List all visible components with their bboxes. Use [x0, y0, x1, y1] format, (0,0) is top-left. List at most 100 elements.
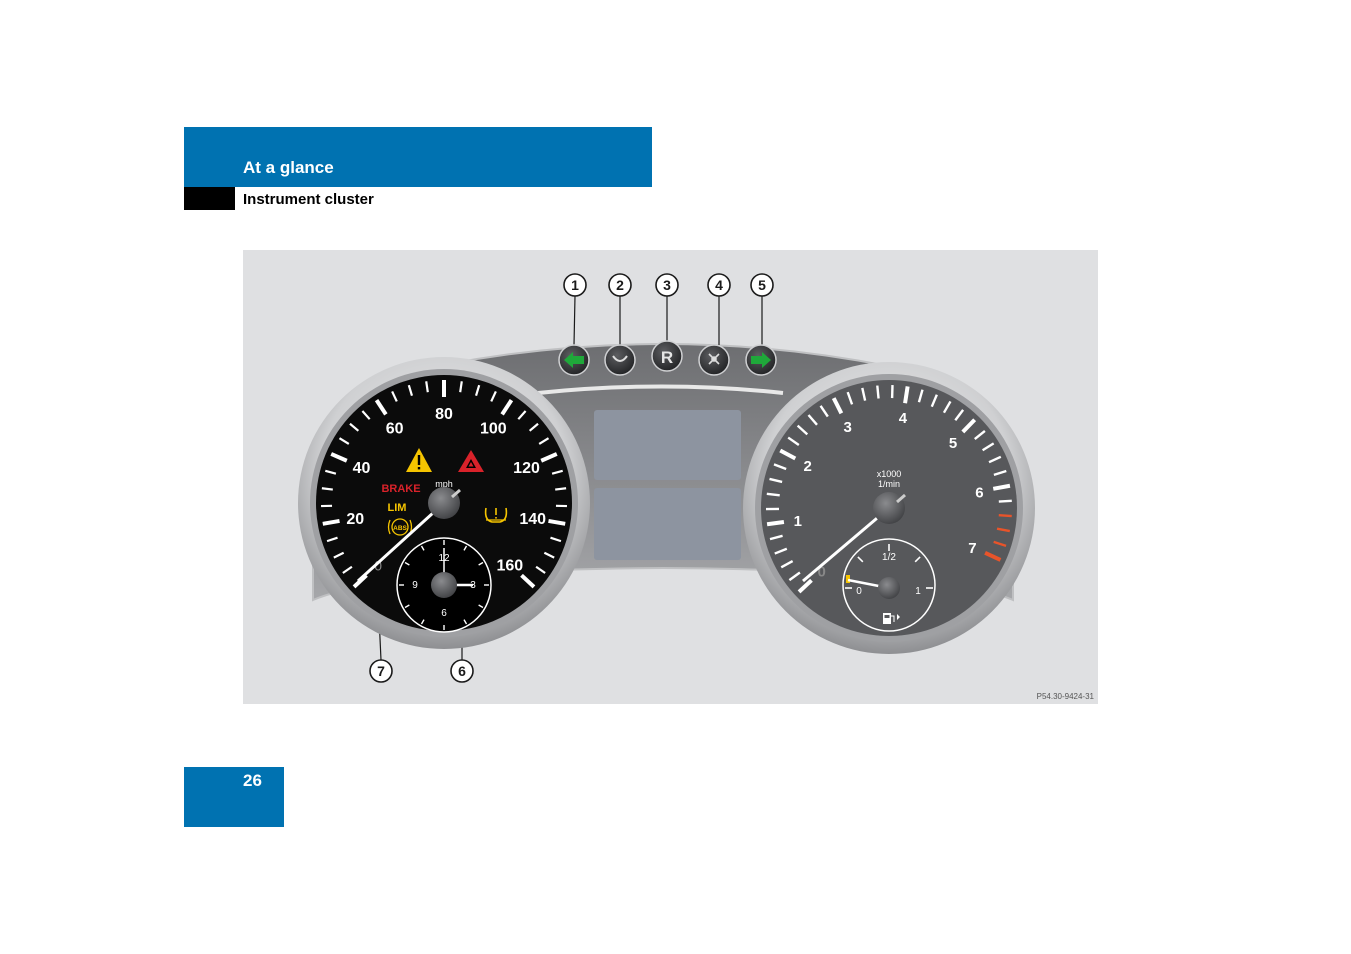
clock-hub [431, 572, 457, 598]
fuel-gauge-ticks [845, 544, 933, 589]
clock-tick [404, 561, 410, 566]
callout-6: 6 [450, 659, 474, 683]
clock-label-3: 3 [470, 580, 476, 591]
tach-unit-line2: 1/min [878, 479, 900, 489]
left-turn-arrow-icon [564, 352, 584, 368]
speed-label: 20 [346, 511, 364, 528]
tach-label: 6 [975, 484, 983, 501]
clock-label-6: 6 [441, 608, 447, 619]
tach-tick [780, 559, 794, 569]
speed-tick [349, 422, 360, 432]
svg-text:ABS: ABS [393, 525, 407, 532]
tach-tick [773, 463, 787, 471]
speed-label: 60 [386, 421, 404, 438]
speed-tick [520, 573, 536, 589]
speed-label: 40 [353, 460, 371, 477]
tach-tick [766, 519, 785, 527]
tach-label: 0 [818, 564, 826, 581]
page-number-box [184, 767, 284, 827]
fuel-label-half: 1/2 [882, 552, 896, 563]
speed-tick [474, 384, 481, 396]
tach-tick [930, 394, 938, 408]
clock-label-9: 9 [412, 580, 418, 591]
fuel-gauge-hub [878, 577, 900, 599]
high-beam-indicator [698, 344, 730, 376]
callout-leader [573, 295, 576, 346]
tach-tick [766, 492, 780, 497]
tach-tick [779, 448, 797, 461]
tachometer-needle [802, 506, 890, 583]
callout-7: 7 [369, 659, 393, 683]
speed-label: 0 [374, 557, 382, 573]
speedometer-ticks [321, 380, 567, 589]
callout-4: 4 [707, 273, 731, 297]
r-letter-icon: R [661, 348, 673, 367]
tach-tick [992, 483, 1011, 491]
fuel-tick [914, 556, 921, 563]
clock-tick [404, 604, 410, 609]
clock-tick [463, 545, 468, 551]
speed-label: 140 [519, 511, 546, 528]
fuel-pump-icon [883, 613, 900, 624]
speed-label: 160 [496, 557, 523, 574]
rear-fog-indicator: R [651, 340, 683, 372]
speed-tick [538, 437, 550, 445]
speed-tick [551, 469, 563, 475]
figure-code: P54.30-9424-31 [1037, 692, 1095, 701]
tachometer-ticks [765, 385, 1012, 594]
fuel-reserve-mark [846, 575, 850, 583]
clock-tick [478, 604, 484, 609]
tach-tick [831, 397, 844, 415]
tach-tick [876, 385, 880, 399]
speed-label: 120 [513, 460, 540, 477]
speed-tick [425, 381, 429, 393]
high-beam-icon [708, 353, 720, 365]
tach-tick [993, 540, 1007, 547]
tach-tick [954, 409, 965, 421]
low-beam-indicator [604, 344, 636, 376]
tach-tick [769, 477, 783, 484]
tach-label: 7 [968, 540, 976, 557]
tach-tick [774, 547, 788, 555]
tach-tick [981, 442, 995, 452]
tach-label: 1 [794, 513, 802, 530]
callout-number: 7 [377, 663, 385, 679]
indicator-lamps: R [558, 340, 777, 376]
speed-tick [528, 422, 539, 432]
tach-tick [961, 418, 977, 434]
subsection-title: Instrument cluster [243, 191, 374, 208]
callout-2: 2 [608, 273, 632, 297]
speed-tick [459, 381, 463, 393]
speed-tick [548, 518, 566, 526]
tach-label: 3 [843, 419, 851, 436]
tach-tick [819, 405, 829, 418]
speed-tick [333, 551, 345, 559]
tach-tick [846, 391, 854, 405]
warning-triangle-icon [406, 448, 432, 472]
fuel-label-empty: 0 [856, 586, 862, 597]
speedometer-hub [428, 487, 460, 519]
page-number: 26 [243, 771, 262, 790]
speed-label: 80 [435, 406, 453, 423]
fuel-tick [857, 556, 864, 563]
speed-tick [338, 437, 350, 445]
speed-tick [555, 487, 567, 491]
clock-tick [463, 619, 468, 625]
speed-tick [550, 536, 562, 543]
right-turn-arrow-icon [751, 352, 771, 368]
callout-number: 3 [663, 277, 671, 293]
clock-tick [420, 619, 425, 625]
speed-tick [325, 469, 337, 475]
speed-tick [374, 399, 388, 416]
tach-label: 2 [803, 458, 811, 475]
tach-tick [942, 400, 952, 414]
callout-number: 4 [715, 277, 723, 293]
tach-tick [998, 499, 1012, 503]
speed-tick [342, 565, 353, 574]
low-beam-icon [612, 355, 628, 362]
callout-number: 2 [616, 277, 624, 293]
speed-tick [330, 452, 348, 463]
speed-tick [321, 487, 333, 491]
